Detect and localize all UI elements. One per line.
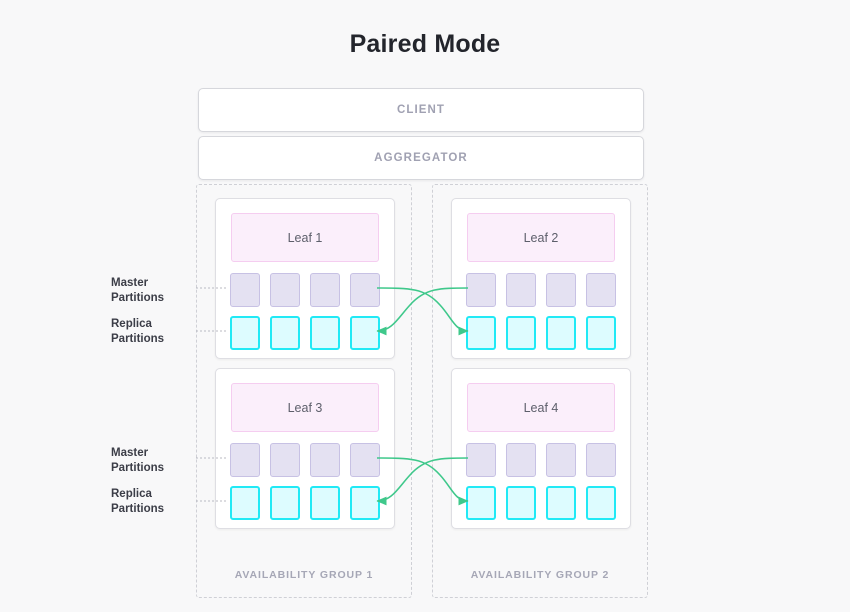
aggregator-box: AGGREGATOR [198,136,644,180]
annotation-master-partitions-bottom: Master Partitions [111,446,191,476]
availability-group-1: Leaf 1 Leaf 3 [196,184,412,598]
annotation-line: Replica [111,318,152,330]
annotation-replica-partitions-bottom: Replica Partitions [111,487,191,517]
replica-partition-row-leaf2 [466,316,616,350]
master-partition-row-leaf4 [466,443,616,477]
availability-group-2: Leaf 2 Leaf 4 [432,184,648,598]
annotation-line: Master [111,447,149,459]
replica-partition [230,316,260,350]
master-partition [230,443,260,477]
annotation-line: Replica [111,488,152,500]
master-partition [586,443,616,477]
leaf-label-4: Leaf 4 [523,400,559,415]
master-partition [350,443,380,477]
replica-partition [546,486,576,520]
availability-group-2-label: AVAILABILITY GROUP 2 [470,569,610,581]
annotation-line: Partitions [111,333,165,345]
leaf-label-1: Leaf 1 [287,230,323,245]
master-partition [230,273,260,307]
annotation-line: Partitions [111,292,165,304]
replica-partition [586,486,616,520]
master-partition [270,273,300,307]
leaf-label-3: Leaf 3 [287,400,323,415]
replica-partition-row-leaf3 [230,486,380,520]
master-partition-row-leaf2 [466,273,616,307]
leaf-header-4: Leaf 4 [467,383,615,432]
master-partition [310,443,340,477]
master-partition [270,443,300,477]
page-title: Paired Mode [349,30,501,58]
replica-partition [506,486,536,520]
leaf-label-2: Leaf 2 [523,230,559,245]
master-partition [546,273,576,307]
master-partition-row-leaf1 [230,273,380,307]
annotation-master-partitions-top: Master Partitions [111,276,191,306]
aggregator-label: AGGREGATOR [374,152,468,164]
leaf-card-1: Leaf 1 [215,198,395,359]
client-box: CLIENT [198,88,644,132]
replica-partition-row-leaf1 [230,316,380,350]
master-partition [506,443,536,477]
client-label: CLIENT [396,104,446,116]
replica-partition [586,316,616,350]
replica-partition [310,486,340,520]
master-partition [546,443,576,477]
annotation-line: Master [111,277,149,289]
replica-partition [466,316,496,350]
replica-partition-row-leaf4 [466,486,616,520]
replica-partition [270,486,300,520]
master-partition-row-leaf3 [230,443,380,477]
master-partition [310,273,340,307]
master-partition [466,443,496,477]
replica-partition [350,486,380,520]
master-partition [466,273,496,307]
replica-partition [310,316,340,350]
replica-partition [546,316,576,350]
leaf-header-2: Leaf 2 [467,213,615,262]
leaf-card-3: Leaf 3 [215,368,395,529]
annotation-line: Partitions [111,462,165,474]
replica-partition [270,316,300,350]
replica-partition [506,316,536,350]
replica-partition [230,486,260,520]
annotation-line: Partitions [111,503,165,515]
availability-group-1-label: AVAILABILITY GROUP 1 [234,569,374,581]
annotation-replica-partitions-top: Replica Partitions [111,317,191,347]
leaf-header-1: Leaf 1 [231,213,379,262]
leaf-card-4: Leaf 4 [451,368,631,529]
master-partition [586,273,616,307]
replica-partition [466,486,496,520]
leaf-header-3: Leaf 3 [231,383,379,432]
master-partition [506,273,536,307]
leaf-card-2: Leaf 2 [451,198,631,359]
master-partition [350,273,380,307]
replica-partition [350,316,380,350]
